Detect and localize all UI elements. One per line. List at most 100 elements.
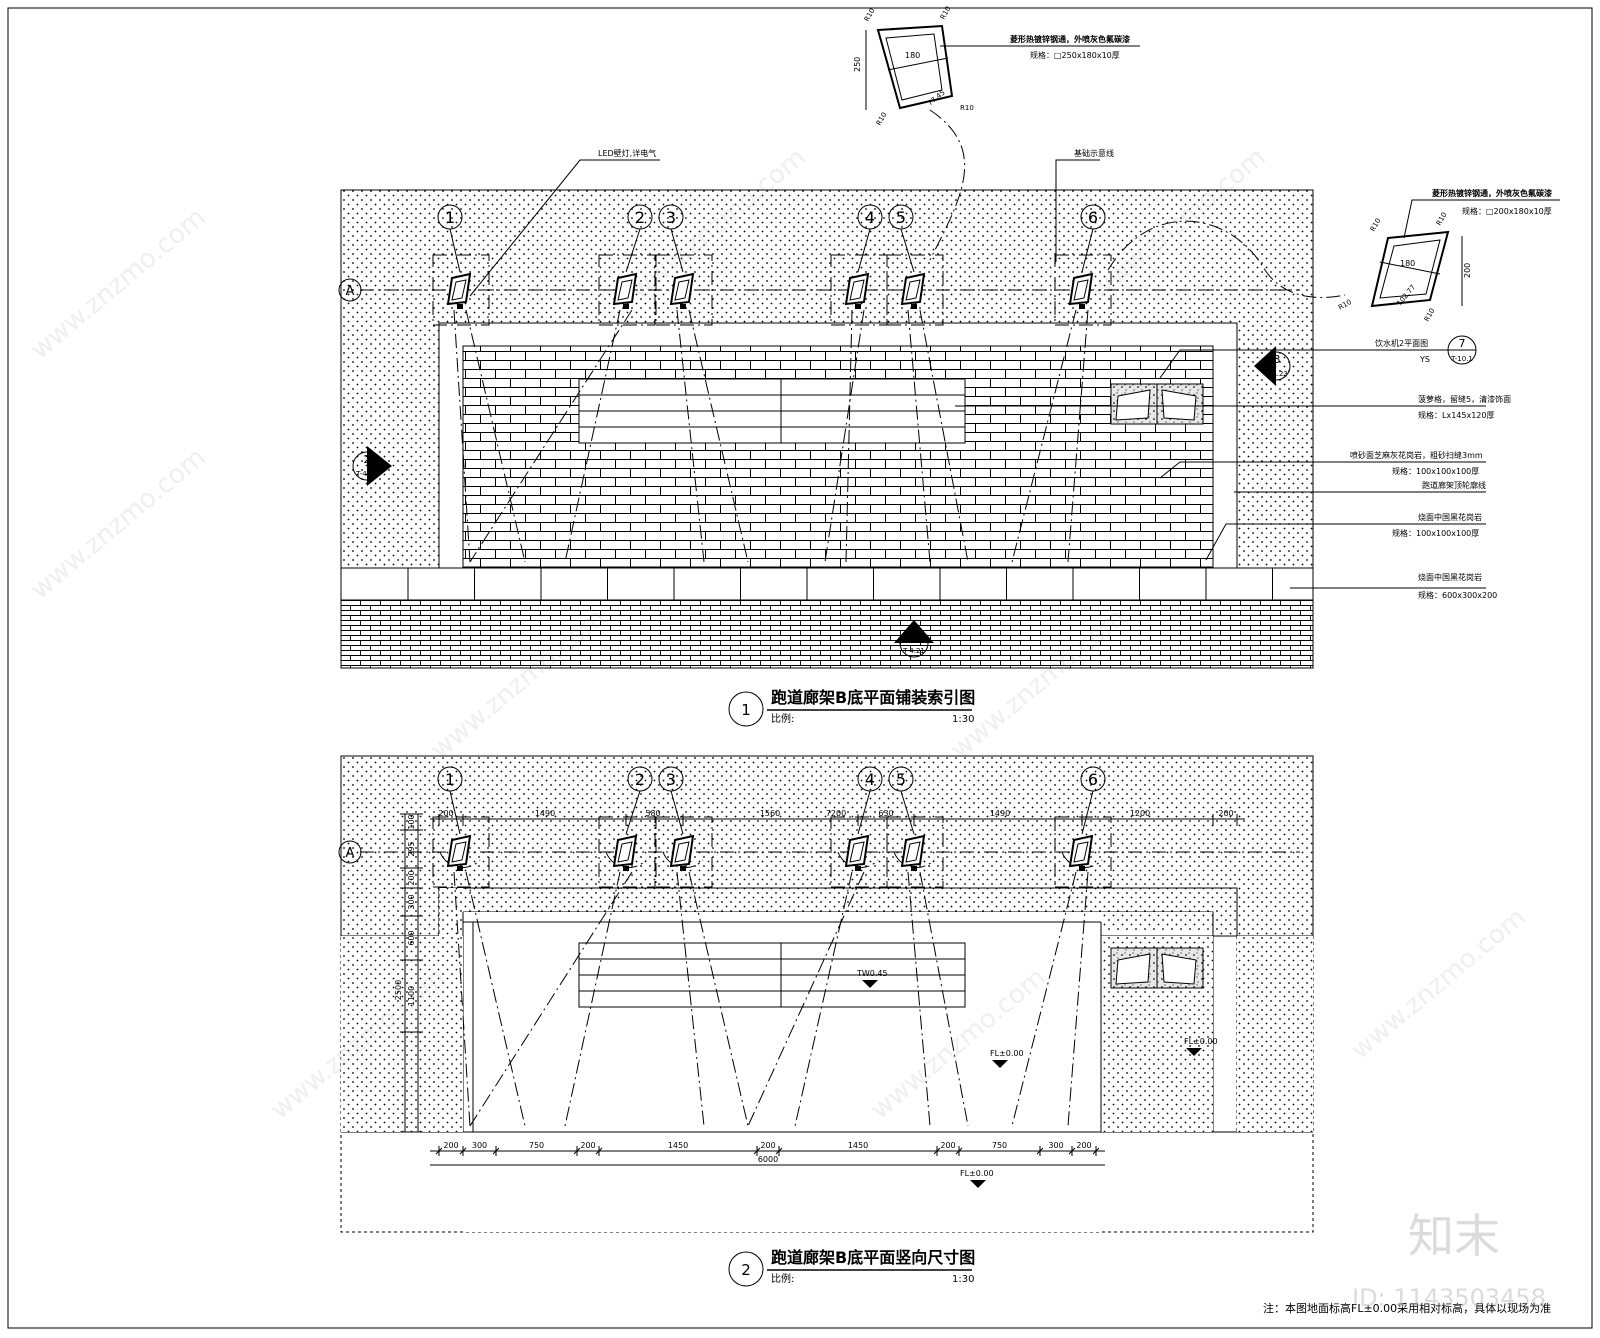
svg-text:T-4.23: T-4.23 <box>1265 370 1288 378</box>
svg-text:180: 180 <box>1400 259 1415 268</box>
svg-text:1:30: 1:30 <box>952 1274 974 1285</box>
svg-text:规格：100x100x100厚: 规格：100x100x100厚 <box>1392 528 1479 538</box>
svg-text:T-4.13: T-4.13 <box>355 470 378 478</box>
svg-text:FL±0.00: FL±0.00 <box>1184 1037 1218 1046</box>
svg-text:1: 1 <box>741 701 751 719</box>
svg-text:6: 6 <box>1088 208 1098 227</box>
axis-bubble-1: 1 <box>437 204 463 273</box>
svg-text:跑道廊架B底平面竖向尺寸图: 跑道廊架B底平面竖向尺寸图 <box>771 1248 975 1267</box>
svg-text:295: 295 <box>407 841 416 856</box>
svg-text:1490: 1490 <box>535 809 555 818</box>
svg-text:R10: R10 <box>1435 211 1449 227</box>
svg-text:1100: 1100 <box>407 986 416 1006</box>
svg-text:180: 180 <box>905 51 920 60</box>
sheet-frame <box>7 7 1593 1329</box>
svg-text:R10: R10 <box>960 104 974 112</box>
svg-text:1: 1 <box>445 208 455 227</box>
svg-text:300: 300 <box>472 1141 487 1150</box>
svg-text:200: 200 <box>1218 809 1233 818</box>
column-footing-6 <box>1054 816 1112 888</box>
svg-text:630: 630 <box>878 809 893 818</box>
svg-text:200: 200 <box>1463 263 1472 278</box>
column-footing-2 <box>598 816 656 888</box>
plan-2-title: 2 跑道廊架B底平面竖向尺寸图 比例: 1:30 <box>728 1248 975 1287</box>
axis-bubble-3: 3 <box>658 766 684 835</box>
watermark-id: ID: 1143503458 <box>1352 1284 1546 1312</box>
svg-text:菠萝格，留缝5，清漆饰面: 菠萝格，留缝5，清漆饰面 <box>1418 394 1511 404</box>
svg-text:比例:: 比例: <box>771 1272 794 1285</box>
svg-text:喷砂面芝麻灰花岗岩，粗砂扫缝3mm: 喷砂面芝麻灰花岗岩，粗砂扫缝3mm <box>1350 450 1483 460</box>
svg-text:200: 200 <box>438 809 453 818</box>
svg-text:规格：600x300x200: 规格：600x300x200 <box>1418 590 1497 600</box>
column-footing-3 <box>655 254 713 326</box>
svg-text:A: A <box>346 284 355 299</box>
granite-kerb <box>340 567 1314 601</box>
svg-text:规格：□200x180x10厚: 规格：□200x180x10厚 <box>1462 206 1552 216</box>
watermark-brand: 知末 <box>1408 1209 1500 1263</box>
svg-text:1450: 1450 <box>848 1141 868 1150</box>
leader-notes: LED壁灯,详电气 基础示意线 饮水机2平面图 YS 7 T-10.1 菠萝格，… <box>469 148 1511 600</box>
column-footing-6 <box>1054 254 1112 326</box>
detail-top: 250 180 R10 R10 R10 R10 77.45 菱形热镀锌钢通，外喷… <box>853 5 1140 261</box>
svg-text:200: 200 <box>580 1141 595 1150</box>
axis-bubble-5: 5 <box>888 204 915 273</box>
svg-text:跑道廊架顶轮廓线: 跑道廊架顶轮廓线 <box>1422 480 1486 490</box>
axis-bubble-2: 2 <box>625 204 653 273</box>
section-mark-left: 2 T-4.13 <box>352 446 392 486</box>
svg-text:菱形热镀锌钢通，外喷灰色氟碳漆: 菱形热镀锌钢通，外喷灰色氟碳漆 <box>1432 188 1552 198</box>
svg-text:A: A <box>346 846 355 861</box>
svg-text:R10: R10 <box>1369 217 1383 233</box>
axis-bubble-4: 4 <box>857 766 883 835</box>
svg-text:3: 3 <box>666 770 676 789</box>
svg-text:2: 2 <box>635 208 645 227</box>
black-granite-band <box>340 599 1314 669</box>
svg-text:200: 200 <box>443 1141 458 1150</box>
levels: TW0.45 FL±0.00 FL±0.00 FL±0.00 <box>856 969 1218 1188</box>
svg-text:比例:: 比例: <box>771 712 794 725</box>
svg-text:1490: 1490 <box>990 809 1010 818</box>
svg-text:FL±0.00: FL±0.00 <box>960 1169 994 1178</box>
svg-text:2: 2 <box>635 770 645 789</box>
svg-text:YS: YS <box>1419 355 1430 364</box>
section-mark-bottom: 2 T-4.21 <box>894 620 934 658</box>
row-mark-a: A <box>338 278 362 302</box>
svg-text:3: 3 <box>1274 353 1281 366</box>
svg-text:200: 200 <box>407 870 416 885</box>
svg-text:5: 5 <box>896 208 906 227</box>
column-footing-5 <box>886 816 944 888</box>
svg-text:100: 100 <box>407 814 416 829</box>
column-footing-5 <box>886 254 944 326</box>
svg-text:规格：Lx145x120厚: 规格：Lx145x120厚 <box>1418 410 1494 420</box>
svg-text:基础示意线: 基础示意线 <box>1074 148 1114 158</box>
svg-text:6: 6 <box>1088 770 1098 789</box>
axis-bubble-3: 3 <box>658 204 684 273</box>
svg-text:300: 300 <box>1048 1141 1063 1150</box>
svg-text:TW0.45: TW0.45 <box>856 969 888 978</box>
svg-text:5: 5 <box>896 770 906 789</box>
svg-text:750: 750 <box>529 1141 544 1150</box>
plan-1-title: 1 跑道廊架B底平面铺装索引图 比例: 1:30 <box>728 688 975 727</box>
svg-text:LED壁灯,详电气: LED壁灯,详电气 <box>598 148 656 158</box>
column-footing-3 <box>655 816 713 888</box>
svg-text:1450: 1450 <box>668 1141 688 1150</box>
svg-text:饮水机2平面图: 饮水机2平面图 <box>1375 338 1428 348</box>
svg-text:1560: 1560 <box>760 809 780 818</box>
svg-text:200: 200 <box>940 1141 955 1150</box>
svg-text:规格：100x100x100厚: 规格：100x100x100厚 <box>1392 466 1479 476</box>
svg-text:R10: R10 <box>863 7 877 23</box>
svg-text:3: 3 <box>666 208 676 227</box>
svg-text:250: 250 <box>853 57 862 72</box>
column-footing-1 <box>432 816 490 888</box>
row-mark-a-2: A <box>338 840 362 864</box>
svg-text:R10: R10 <box>875 111 889 127</box>
svg-text:600: 600 <box>407 930 416 945</box>
svg-text:R10: R10 <box>1337 298 1353 312</box>
svg-text:580: 580 <box>645 809 660 818</box>
axis-bubble-1: 1 <box>437 766 463 835</box>
svg-text:跑道廊架B底平面铺装索引图: 跑道廊架B底平面铺装索引图 <box>771 688 975 707</box>
svg-text:2: 2 <box>741 1261 751 1279</box>
svg-text:2500: 2500 <box>394 980 403 1000</box>
